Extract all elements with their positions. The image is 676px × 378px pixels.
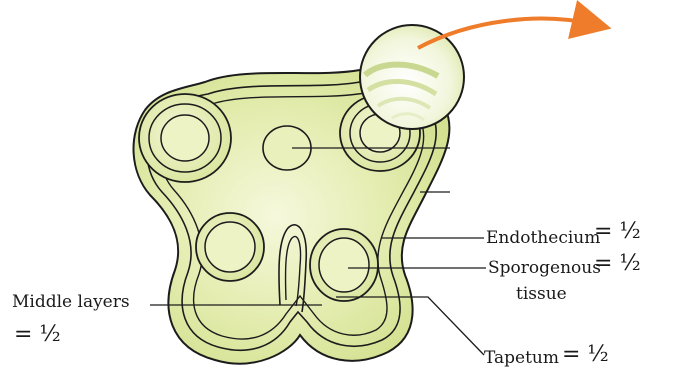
label-endothecium: Endothecium	[486, 230, 600, 247]
score-tapetum: = ½	[562, 344, 609, 366]
label-sporogenous-tissue: tissue	[516, 286, 567, 303]
pollen-sac-bottom-right	[310, 229, 378, 301]
score-endothecium: = ½	[594, 221, 641, 243]
pollen-sac-bottom-left	[196, 213, 264, 281]
label-sporogenous: Sporogenous	[488, 260, 601, 277]
label-middle-layers: Middle layers	[12, 294, 130, 311]
magnifier-lens	[360, 25, 464, 129]
label-tapetum: Tapetum	[484, 350, 559, 367]
score-middle-layers: = ½	[14, 324, 61, 346]
score-sporogenous: = ½	[594, 253, 641, 275]
pollen-sac-top-left	[139, 94, 231, 182]
